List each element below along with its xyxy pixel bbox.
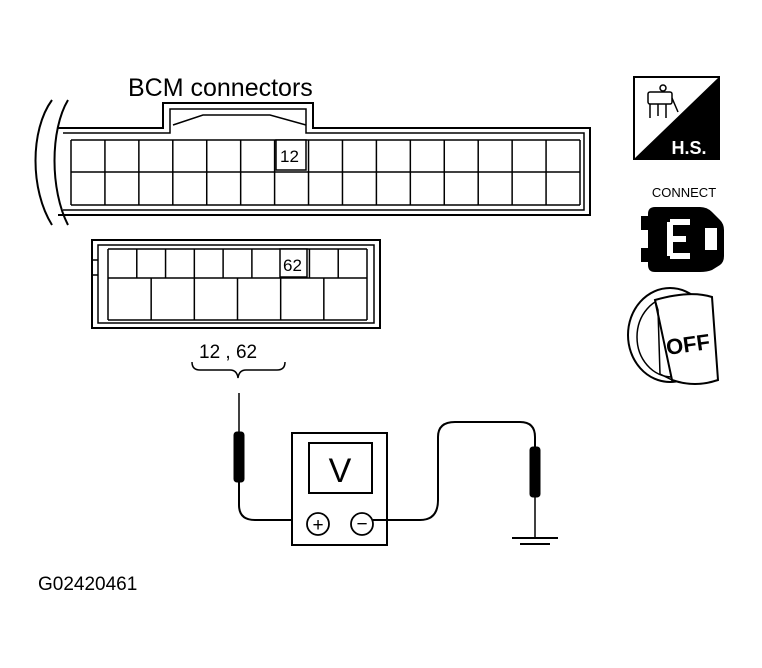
negative-lead-wire [373,421,536,521]
lower-pin-highlight [279,248,308,278]
negative-probe [529,446,541,538]
minus-terminal-symbol: − [356,514,367,535]
harness-side-icon: H.S. [633,76,720,160]
pin-brace [191,361,286,379]
ignition-off-label: OFF [664,329,711,360]
plus-terminal [306,512,330,536]
voltmeter-label: V [329,452,352,490]
ignition-key-off-icon: OFF [627,287,720,385]
minus-terminal [350,512,374,536]
voltmeter: V + − [291,432,388,546]
connect-icon: CONNECT [641,185,724,272]
ground-symbol [512,537,558,545]
upper-connector [58,102,591,216]
plus-terminal-symbol: + [312,515,323,536]
lower-connector-grid [107,248,368,321]
upper-pin-label: 12 [280,147,299,166]
lower-pin-label: 62 [283,256,302,275]
connector-break-lines [34,99,69,226]
positive-lead-wire [238,504,306,521]
connect-label: CONNECT [652,185,716,200]
upper-pin-highlight [275,139,307,171]
positive-probe [233,393,245,505]
harness-side-label: H.S. [671,138,706,158]
diagram-title: BCM connectors [128,74,313,102]
voltmeter-display [308,442,373,494]
lower-connector [91,239,381,329]
upper-connector-grid [70,139,581,206]
pin-label: 12 , 62 [199,342,257,363]
figure-id: G02420461 [38,574,137,595]
